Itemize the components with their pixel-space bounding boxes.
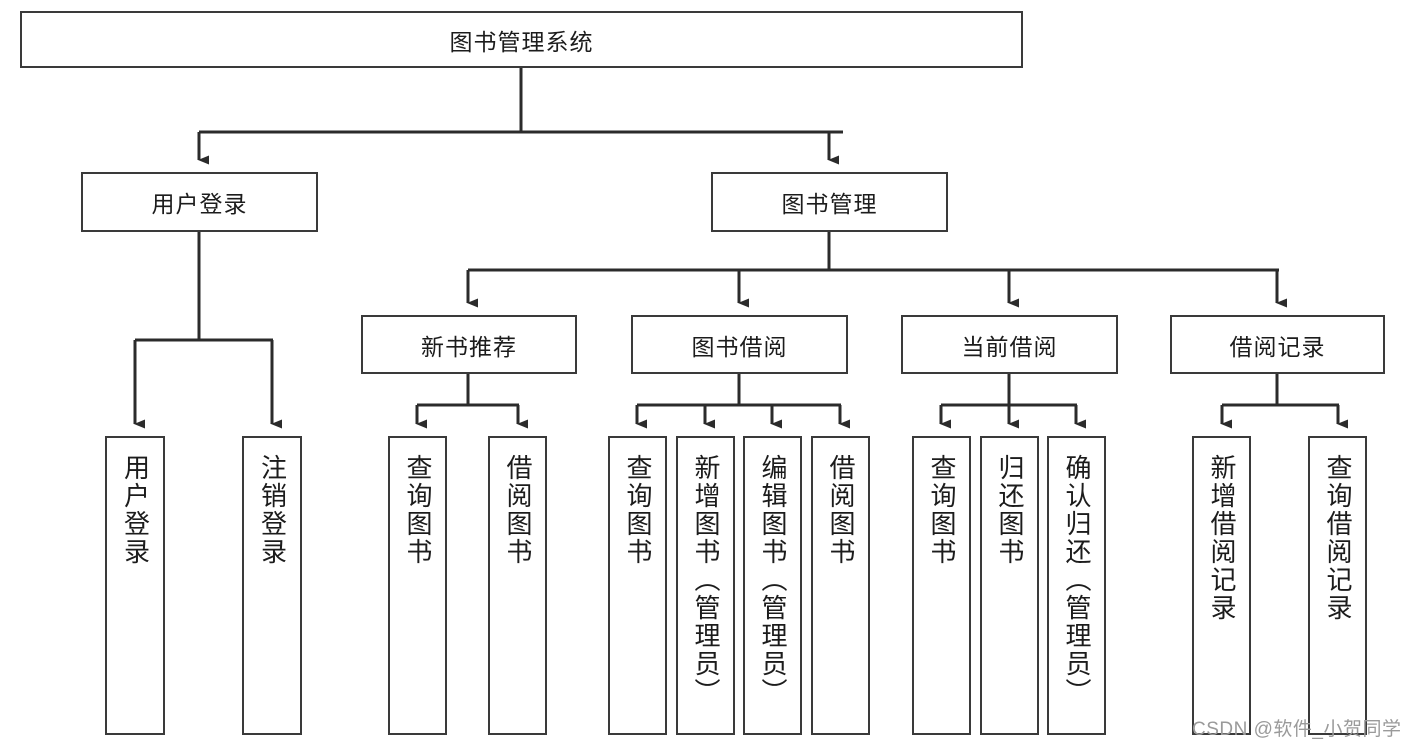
leaf-label: 用户登录 [120,454,151,566]
leaf-label: 借阅图书 [503,454,534,566]
node-borrow-records[interactable]: 借阅记录 [1170,315,1385,374]
leaf-label: 确认归还（管理员） [1062,454,1093,706]
leaf-logout[interactable]: 注销登录 [242,436,302,735]
leaf-query-borrow-record[interactable]: 查询借阅记录 [1308,436,1367,735]
leaf-label: 编辑图书（管理员） [758,454,789,706]
leaf-label: 查询图书 [623,454,654,566]
leaf-label: 注销登录 [257,454,288,566]
leaf-user-login[interactable]: 用户登录 [105,436,165,735]
node-user-login[interactable]: 用户登录 [81,172,318,232]
node-book-borrow[interactable]: 图书借阅 [631,315,848,374]
leaf-borrow-book-recommend[interactable]: 借阅图书 [488,436,547,735]
leaf-add-borrow-record[interactable]: 新增借阅记录 [1192,436,1251,735]
leaf-label: 归还图书 [995,454,1026,566]
leaf-query-book[interactable]: 查询图书 [608,436,667,735]
leaf-confirm-return-admin[interactable]: 确认归还（管理员） [1047,436,1106,735]
node-new-book-recommend[interactable]: 新书推荐 [361,315,577,374]
leaf-label: 借阅图书 [826,454,857,566]
leaf-query-book-recommend[interactable]: 查询图书 [388,436,447,735]
leaf-return-book[interactable]: 归还图书 [980,436,1039,735]
leaf-query-book-current[interactable]: 查询图书 [912,436,971,735]
leaf-label: 查询图书 [927,454,958,566]
leaf-label: 新增借阅记录 [1207,454,1238,622]
leaf-add-book-admin[interactable]: 新增图书（管理员） [676,436,735,735]
node-book-management[interactable]: 图书管理 [711,172,948,232]
leaf-edit-book-admin[interactable]: 编辑图书（管理员） [743,436,802,735]
csdn-watermark: CSDN @软件_小贺同学 [1192,719,1402,740]
leaf-borrow-book[interactable]: 借阅图书 [811,436,870,735]
node-root-system[interactable]: 图书管理系统 [20,11,1023,68]
leaf-label: 查询图书 [403,454,434,566]
leaf-label: 查询借阅记录 [1323,454,1354,622]
node-current-borrow[interactable]: 当前借阅 [901,315,1118,374]
leaf-label: 新增图书（管理员） [691,454,722,706]
